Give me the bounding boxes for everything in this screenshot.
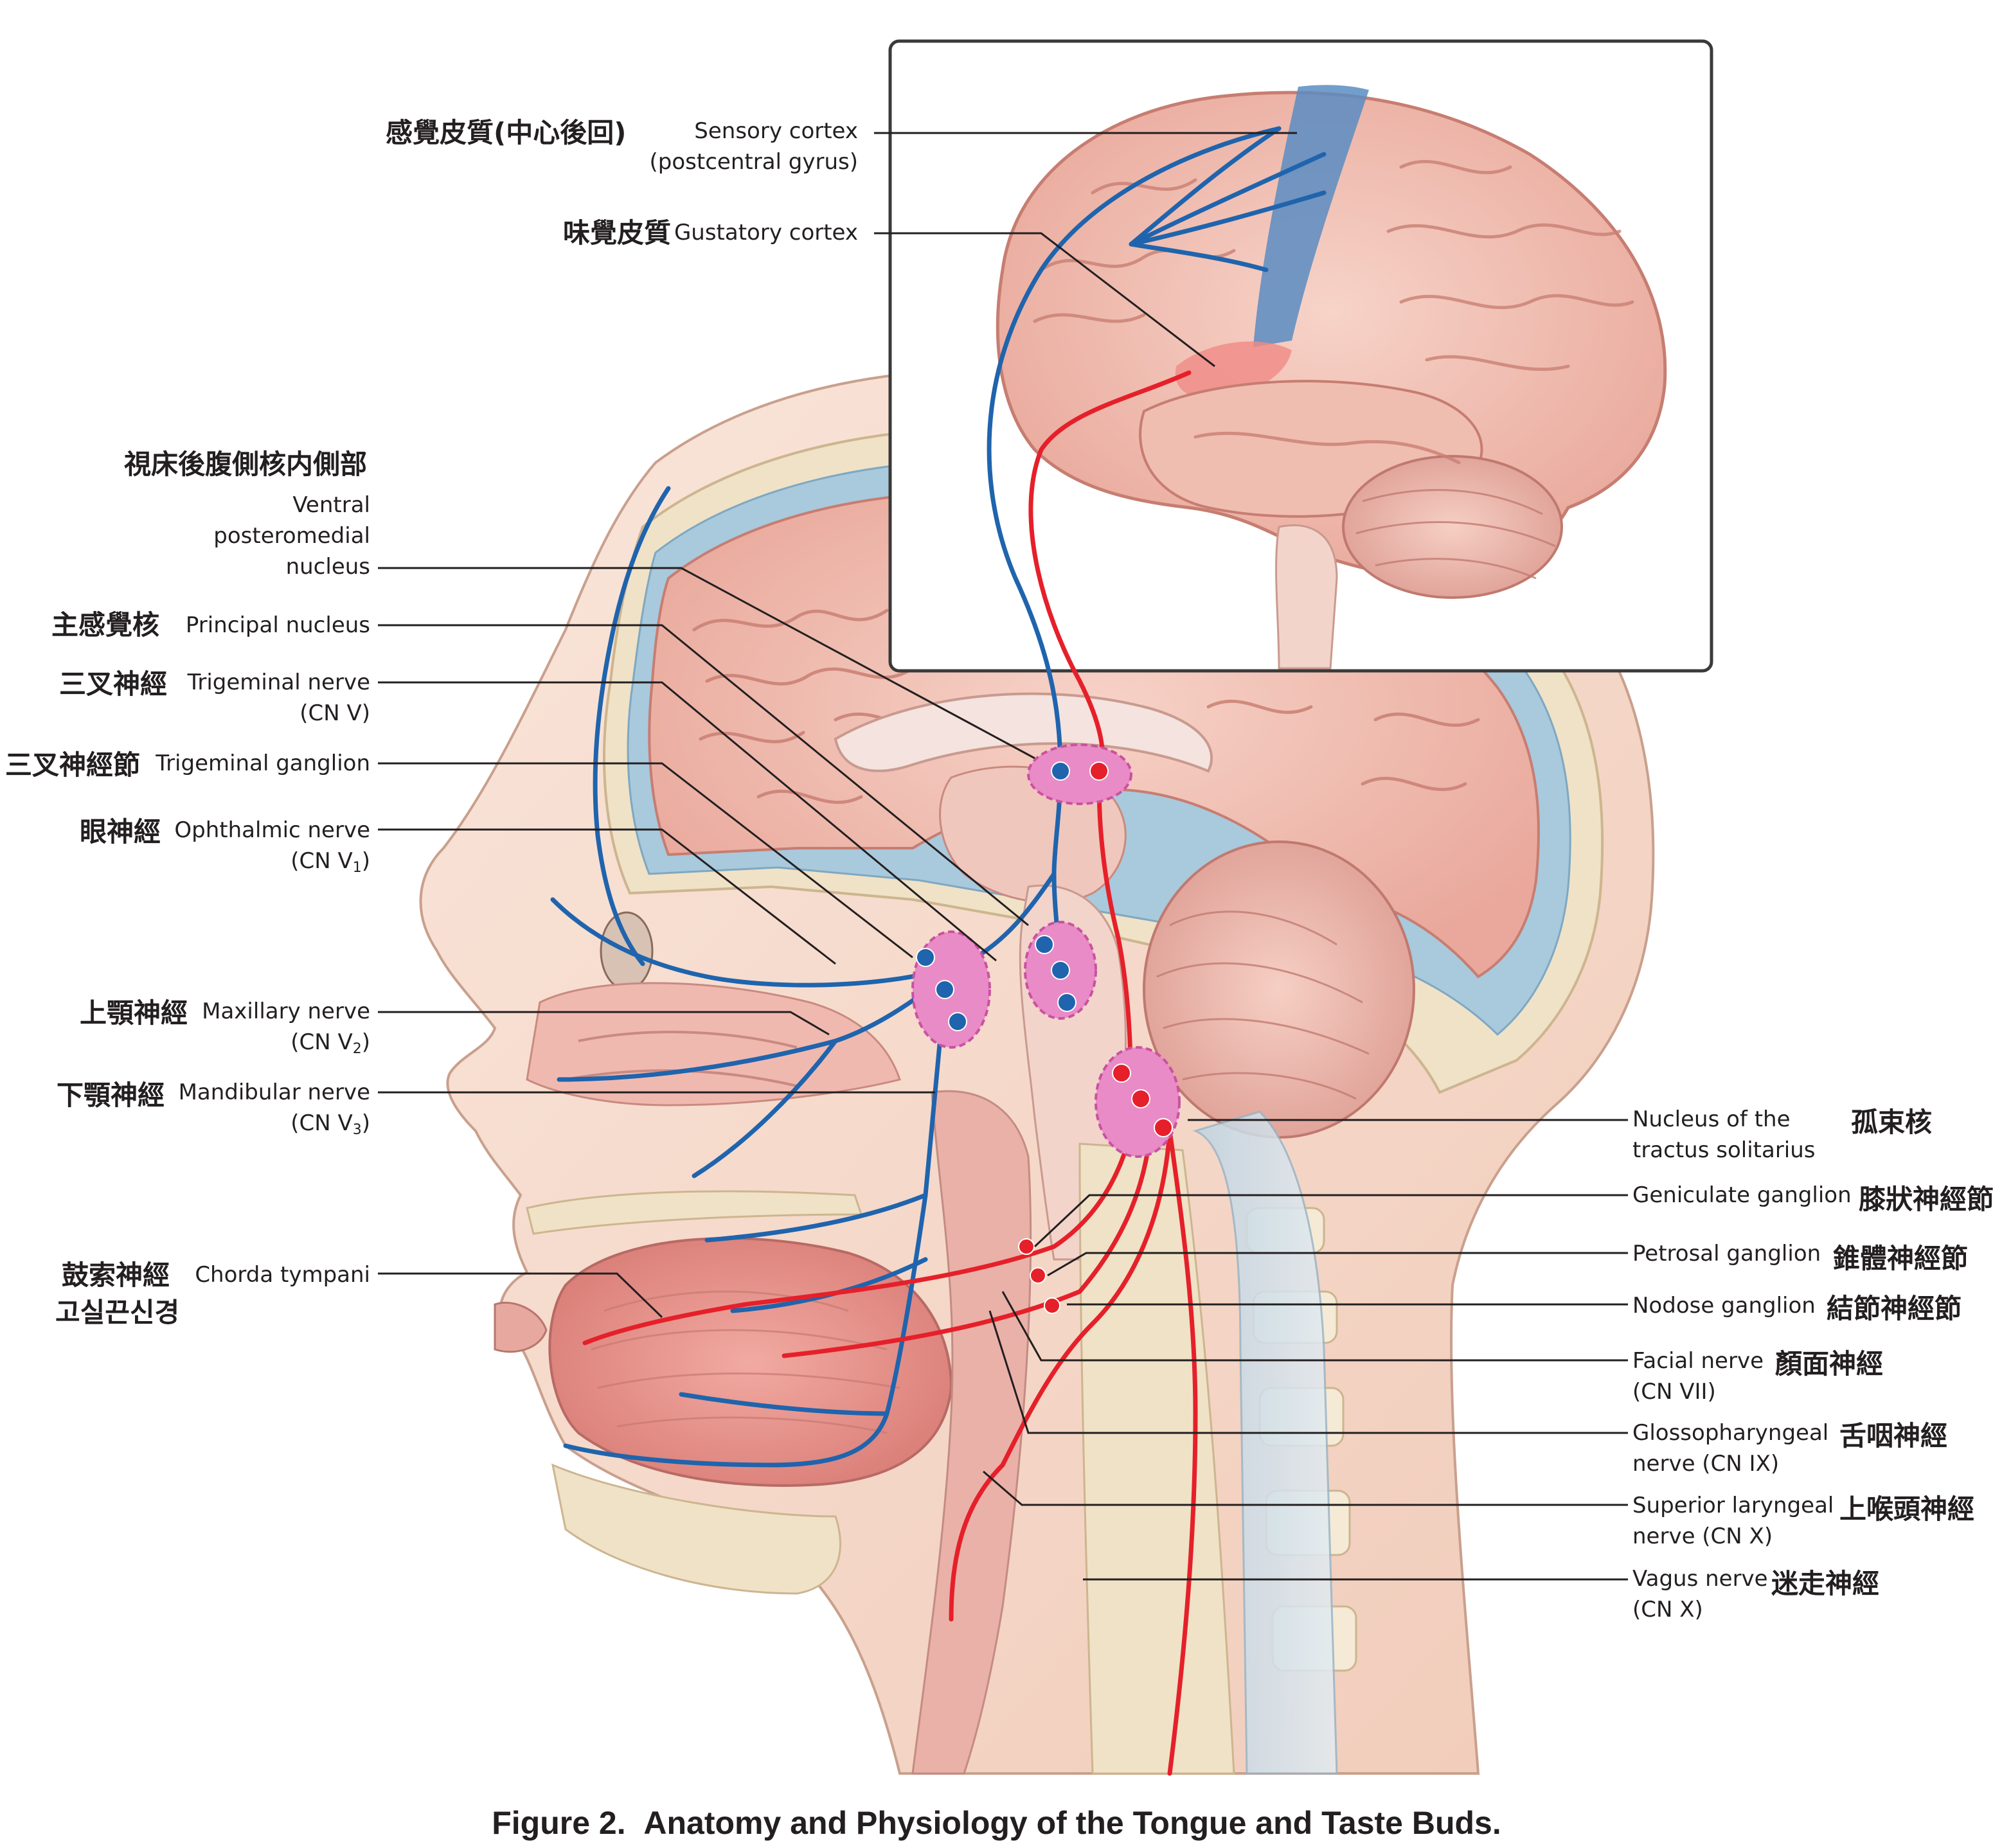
gustatory-cortex-cjk: 味覺皮質 — [563, 217, 672, 249]
vagus-nerve-label: Vagus nerve (CN X) — [1632, 1566, 1768, 1622]
maxillary-nerve-cjk: 上顎神經 — [80, 997, 188, 1029]
leader-lines — [378, 132, 1628, 1581]
somatosensory-pathway — [550, 126, 1327, 1468]
tongue — [548, 1237, 953, 1487]
nuclei — [911, 743, 1181, 1314]
nts-cjk: 孤束核 — [1851, 1106, 1933, 1138]
cerebellum — [1143, 840, 1415, 1139]
mandibular-nerve-cjk: 下顎神經 — [57, 1079, 165, 1111]
facial-nerve-cjk: 顏面神經 — [1775, 1348, 1884, 1380]
spinal-cord — [1192, 1110, 1338, 1775]
principal-nucleus-cjk: 主感覺核 — [51, 609, 160, 641]
petrosal-ganglion-cjk: 錐體神經節 — [1833, 1243, 1969, 1274]
vpm-label: Ventral posteromedial nucleus — [213, 492, 370, 580]
figure-title: Anatomy and Physiology of the Tongue and… — [643, 1805, 1501, 1841]
vpm-nucleus — [1027, 743, 1132, 805]
chorda-tympani-korean: 고실끈신경 — [55, 1297, 180, 1328]
figure-number: Figure 2. — [492, 1805, 626, 1841]
geniculate-ganglion-cjk: 膝狀神經節 — [1859, 1184, 1993, 1215]
gustatory-cortex-label: Gustatory cortex — [674, 220, 858, 245]
maxillary-nerve-label: Maxillary nerve (CN V2) — [202, 999, 370, 1057]
vpm-cjk: 視床後腹側核内側部 — [123, 449, 367, 480]
trigeminal-ganglion-cjk: 三叉神經節 — [5, 749, 141, 781]
corpus-callosum — [834, 692, 1213, 773]
mandible — [551, 1463, 841, 1595]
figure-caption: Figure 2. Anatomy and Physiology of the … — [0, 1804, 1993, 1842]
cerebellar-folia — [1156, 911, 1370, 1100]
sensory-cortex-cjk: 感覺皮質(中心後回) — [386, 117, 627, 148]
trigeminal-nerve-label: Trigeminal nerve (CN V) — [187, 670, 370, 726]
neuron-dots — [916, 761, 1173, 1314]
trigeminal-ganglion-label: Trigeminal ganglion — [156, 751, 370, 776]
glossopharyngeal-nerve-label: Glossopharyngeal nerve (CN IX) — [1632, 1420, 1829, 1477]
inset-brainstem — [1275, 524, 1338, 670]
lips — [494, 1301, 548, 1353]
petrosal-ganglion-label: Petrosal ganglion — [1632, 1241, 1821, 1266]
trigeminal-nerve-cjk: 三叉神經 — [59, 668, 168, 700]
ophthalmic-nerve-label: Ophthalmic nerve (CN V1) — [174, 817, 370, 876]
chorda-tympani-label: Chorda tympani — [195, 1262, 370, 1288]
tongue-muscle-fibers — [591, 1290, 900, 1434]
ophthalmic-nerve-cjk: 眼神經 — [80, 816, 161, 848]
glossopharyngeal-nerve-cjk: 舌咽神經 — [1839, 1420, 1948, 1452]
vertebral-column — [1078, 1142, 1235, 1775]
nodose-ganglion-label: Nodose ganglion — [1632, 1293, 1816, 1319]
sensory-cortex-label: Sensory cortex (postcentral gyrus) — [649, 118, 858, 175]
vagus-nerve-cjk: 迷走神經 — [1771, 1568, 1880, 1599]
sensory-cortex-band — [1253, 85, 1369, 347]
superior-laryngeal-nerve-cjk: 上喉頭神經 — [1839, 1493, 1975, 1525]
facial-nerve-label: Facial nerve (CN VII) — [1632, 1348, 1764, 1405]
nodose-ganglion-cjk: 結節神經節 — [1827, 1293, 1962, 1324]
chorda-tympani-cjk: 鼓索神經 — [62, 1259, 170, 1291]
principal-nucleus-label: Principal nucleus — [185, 612, 370, 638]
mandibular-nerve-label: Mandibular nerve (CN V3) — [178, 1079, 370, 1138]
geniculate-ganglion-label: Geniculate ganglion — [1632, 1182, 1852, 1208]
brain-inset — [888, 39, 1713, 673]
superior-laryngeal-nerve-label: Superior laryngeal nerve (CN X) — [1632, 1493, 1834, 1549]
nts-label: Nucleus of the tractus solitarius — [1632, 1106, 1816, 1163]
